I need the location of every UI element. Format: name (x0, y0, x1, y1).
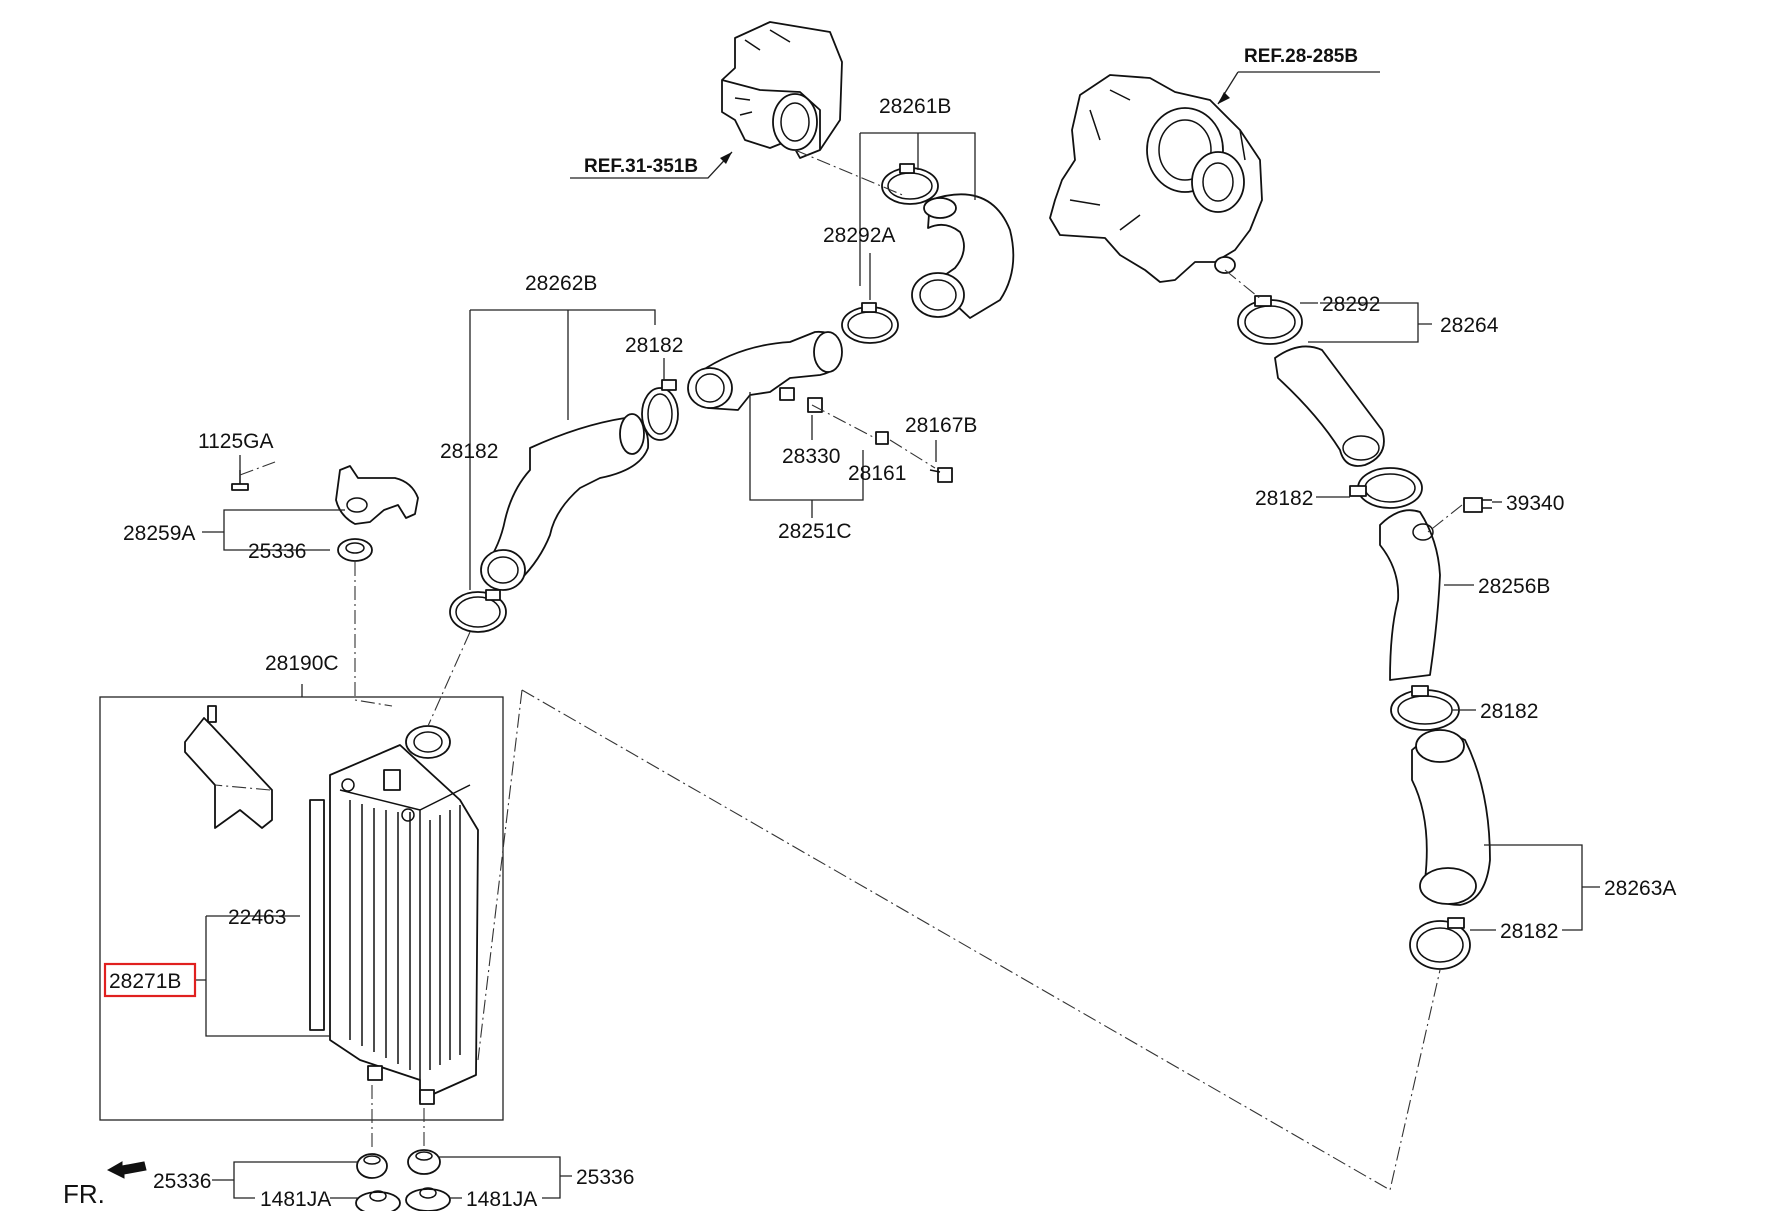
ref-28-285b-label[interactable]: REF.28-285B (1244, 46, 1358, 67)
throttle-body-drawing (721, 21, 843, 159)
part-28182-mid-label[interactable]: 28182 (1255, 487, 1313, 510)
sensor-39340-drawing (1463, 497, 1492, 513)
part-28264-label[interactable]: 28264 (1440, 314, 1499, 337)
leader-lines (194, 71, 1600, 1199)
clamp-28292-drawing (1237, 295, 1303, 345)
part-28271b-label[interactable]: 28271B (109, 970, 181, 993)
part-28182-r2-label[interactable]: 28182 (1500, 920, 1558, 943)
part-28259a-label[interactable]: 28259A (123, 522, 195, 545)
hose-28263a-drawing (1411, 729, 1491, 906)
ref-31-351b-label[interactable]: REF.31-351B (584, 156, 698, 177)
part-28262b-label[interactable]: 28262B (525, 272, 597, 295)
clamp-28182-r1-drawing (1390, 685, 1460, 731)
bracket-28259a-drawing (231, 465, 419, 525)
grommet-25336-br-drawing (407, 1149, 441, 1175)
clamp-28261b-drawing (881, 163, 939, 205)
part-28182-r1-label[interactable]: 28182 (1480, 700, 1538, 723)
sensor-28161-drawing (875, 431, 889, 445)
part-1481ja-l-label[interactable]: 1481JA (260, 1188, 331, 1211)
hose-28261b-drawing (911, 193, 1015, 319)
highlight-box-28271b (103, 962, 197, 998)
part-28261b-label[interactable]: 28261B (879, 95, 951, 118)
part-1125ga-label[interactable]: 1125GA (198, 430, 274, 453)
part-28251c-label[interactable]: 28251C (778, 520, 852, 543)
part-28330-label[interactable]: 28330 (782, 445, 840, 468)
cap-1481ja-l-drawing (355, 1190, 401, 1211)
part-28182-top-label[interactable]: 28182 (625, 334, 683, 357)
part-28263a-label[interactable]: 28263A (1604, 877, 1676, 900)
clamp-28182-r2-drawing (1409, 917, 1471, 970)
part-1481ja-r-label[interactable]: 1481JA (466, 1188, 537, 1211)
part-39340-label[interactable]: 39340 (1506, 492, 1564, 515)
part-28256b-label[interactable]: 28256B (1478, 575, 1550, 598)
part-25336-top-label[interactable]: 25336 (248, 540, 306, 563)
hose-28262b-drawing (480, 413, 649, 591)
part-28167b-label[interactable]: 28167B (905, 414, 977, 437)
clamp-28182-left-drawing (449, 589, 507, 633)
part-28161-label[interactable]: 28161 (848, 462, 906, 485)
intercooler-drawing (184, 705, 479, 1105)
turbocharger-drawing (1049, 74, 1263, 283)
part-28190c-label[interactable]: 28190C (265, 652, 339, 675)
clamp-28292a-drawing (841, 302, 899, 344)
clamp-28182-top-drawing (641, 379, 679, 441)
front-direction-label: FR. (63, 1179, 105, 1209)
part-28182-left-label[interactable]: 28182 (440, 440, 498, 463)
part-28292-label[interactable]: 28292 (1322, 293, 1380, 316)
grommet-25336-top-drawing (337, 538, 373, 562)
hose-28256b-drawing (1379, 509, 1441, 681)
grommet-25336-bl-drawing (356, 1153, 388, 1179)
pipe-28251c-drawing (687, 330, 843, 413)
clamp-28182-mid-drawing (1349, 467, 1423, 509)
part-22463-label[interactable]: 22463 (228, 906, 286, 929)
part-25336-br-label[interactable]: 25336 (576, 1166, 634, 1189)
hose-28264-drawing (1274, 345, 1385, 467)
part-28292a-label[interactable]: 28292A (823, 224, 895, 247)
bolt-28167b-drawing (929, 467, 953, 483)
front-arrow-icon (106, 1161, 147, 1179)
part-25336-bl-label[interactable]: 25336 (153, 1170, 211, 1193)
routing-dash-lines (214, 149, 1463, 1191)
cap-1481ja-r-drawing (405, 1187, 451, 1211)
